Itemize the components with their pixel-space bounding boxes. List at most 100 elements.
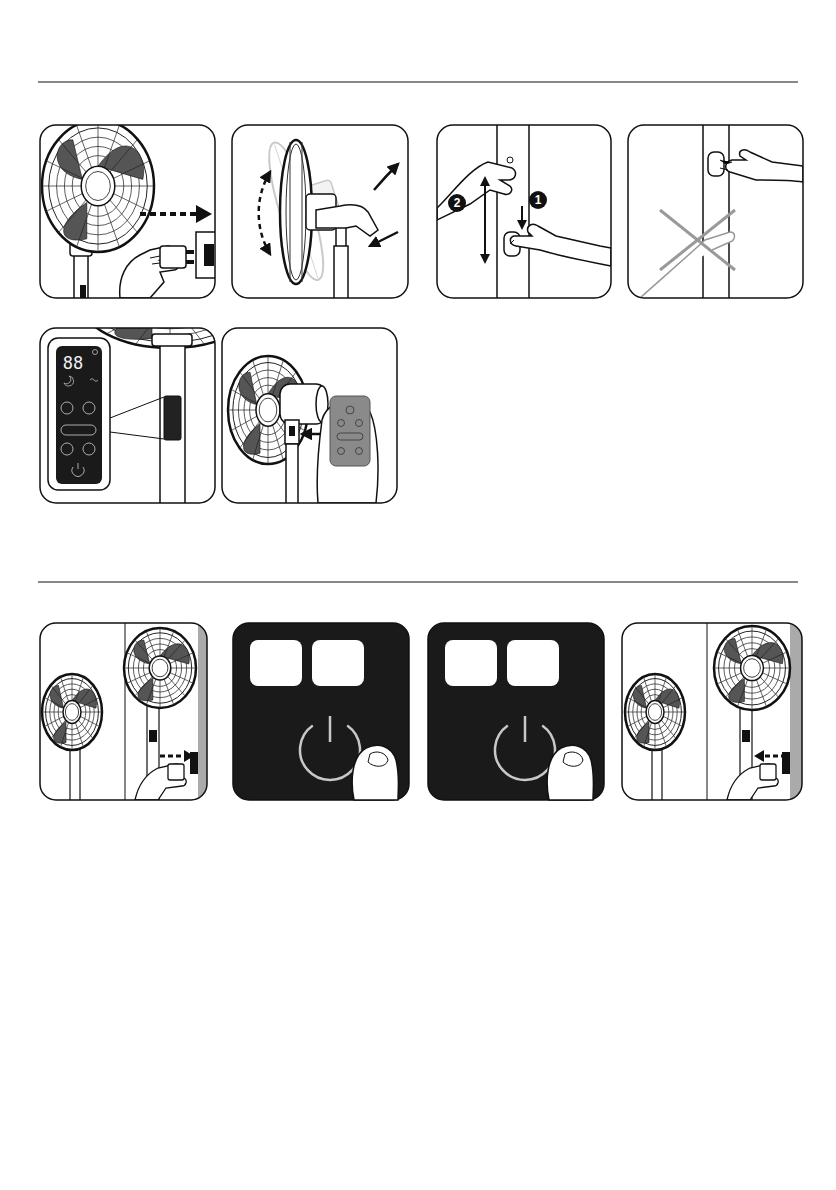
panel-reset-unplug-part	[184, 750, 194, 762]
panel-remote	[228, 356, 378, 503]
panel-press-power-part	[352, 745, 398, 800]
panel-controls-part	[83, 402, 95, 414]
panel-unplug-part	[140, 212, 198, 216]
panel-unplug-part	[42, 125, 154, 252]
panel-reset-plug-in-part	[790, 623, 802, 800]
panel-press-power	[233, 623, 409, 800]
panel-tilt-part	[286, 144, 306, 280]
panel-warning-part	[660, 210, 735, 270]
panel-warning-part	[640, 232, 735, 298]
panel-press-power-part	[233, 623, 409, 800]
panel-height-adjust-part	[507, 157, 513, 163]
panel-controls-part	[160, 338, 185, 503]
panel-controls-part	[61, 425, 96, 435]
panel-unplug-part	[196, 205, 212, 223]
panel-press-power	[428, 623, 604, 800]
panel-unplug-part	[196, 232, 215, 278]
panel-reset-unplug-part	[198, 623, 207, 800]
panel-reset-unplug-part	[135, 764, 186, 800]
panel-tilt-part	[336, 226, 346, 248]
panel-tilt	[259, 130, 398, 298]
panel-controls-part	[93, 350, 98, 355]
panel-controls-part	[83, 443, 95, 455]
panel-reset-unplug-part	[42, 674, 102, 750]
panel-press-power-part	[250, 640, 302, 686]
panel-warning-part	[708, 152, 724, 176]
panel-height-adjust-part	[437, 162, 515, 220]
panel-controls-part	[110, 432, 164, 439]
panel-remote-part	[285, 420, 299, 444]
section-rule	[38, 82, 798, 83]
panel-unplug-part	[80, 285, 86, 298]
panel-tilt-part	[374, 164, 398, 190]
panel-tilt-part	[259, 172, 270, 254]
panel-reset-unplug-part	[125, 623, 126, 800]
panel-press-power-part	[524, 716, 527, 742]
panel-press-power-part	[563, 752, 583, 766]
panel-press-power-part	[445, 640, 497, 686]
display-digits: 88	[60, 353, 86, 373]
panel-remote-part	[356, 448, 363, 455]
panel-remote-part	[338, 420, 345, 427]
panel-warning-part	[660, 210, 735, 270]
panel-controls-part	[61, 443, 73, 455]
panel-warning-part	[726, 150, 803, 182]
panel-controls-part	[90, 379, 98, 382]
panel-reset-plug-in-part	[760, 764, 776, 780]
panel-unplug-part	[150, 256, 160, 264]
panel-reset-plug-in-part	[707, 623, 708, 800]
panel-warning-part	[703, 125, 729, 298]
panel-reset-plug-in-part	[754, 750, 764, 762]
panel-reset-plug-in	[625, 623, 802, 800]
panel-tilt-part	[316, 205, 378, 236]
panel-height-adjust-part	[484, 178, 486, 262]
panel-height-adjust-part	[510, 224, 611, 266]
panel-reset-unplug-part	[168, 764, 184, 780]
panel-remote-part	[286, 444, 298, 503]
panel-press-power-part	[329, 716, 332, 742]
panel-press-power-part	[428, 623, 604, 800]
panel-remote-part	[346, 406, 354, 414]
panel-height-adjust	[437, 125, 611, 298]
panel-unplug	[42, 125, 215, 298]
panel-tilt-part	[290, 142, 291, 282]
panel-tilt-part	[370, 232, 398, 246]
panel-warning	[640, 125, 803, 298]
panel-remote-part	[337, 433, 363, 440]
panel-unplug-part	[204, 244, 214, 266]
panel-controls-part	[110, 397, 164, 418]
panel-height-adjust-part	[510, 240, 514, 244]
panel-border	[437, 125, 611, 298]
panel-controls-part	[78, 463, 79, 469]
panel-warning-part	[720, 160, 732, 170]
panel-controls-part	[56, 346, 102, 484]
panel-border	[40, 125, 215, 298]
panel-border	[232, 125, 408, 298]
panel-press-power-part	[547, 745, 593, 800]
panel-remote-part	[356, 420, 363, 427]
panel-tilt-part	[302, 142, 303, 282]
panel-border	[222, 328, 397, 503]
panel-reset-plug-in-part	[727, 764, 778, 800]
panel-reset-unplug-part	[124, 628, 196, 708]
panel-press-power-part	[312, 640, 364, 686]
panel-remote-part	[330, 396, 370, 466]
panel-border	[628, 125, 803, 298]
panel-controls	[48, 328, 215, 503]
panel-controls-part	[48, 338, 110, 490]
callout-number: 1	[529, 191, 547, 209]
panel-controls-part	[61, 402, 73, 414]
callout-number: 2	[448, 194, 466, 212]
panel-reset-plug-in-part	[714, 626, 790, 710]
panel-border	[40, 623, 207, 800]
panel-controls-part	[164, 396, 181, 440]
panel-reset-plug-in-part	[742, 730, 750, 742]
section-rule	[38, 582, 798, 583]
panel-unplug-part	[74, 250, 88, 298]
panel-controls-part	[152, 334, 192, 346]
panel-border	[40, 328, 215, 503]
panel-press-power-part	[368, 752, 388, 766]
panel-controls-part	[64, 376, 74, 386]
panel-unplug-part	[160, 246, 186, 268]
